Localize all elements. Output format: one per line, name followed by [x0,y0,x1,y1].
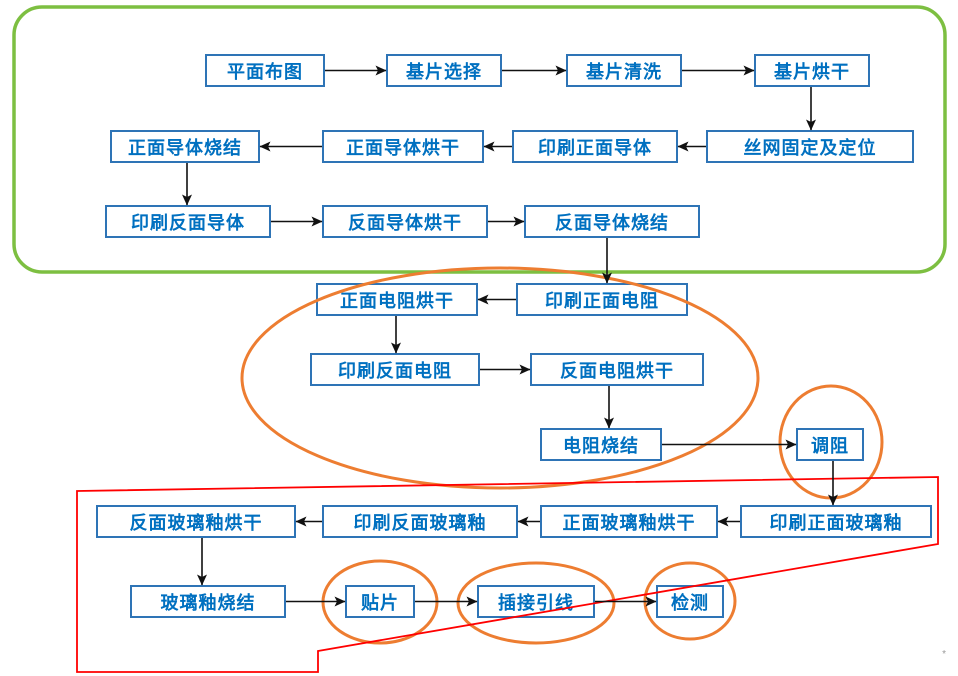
flow-node-print-back-glaze: 印刷反面玻璃釉 [322,505,518,538]
flow-node-print-front-conductor: 印刷正面导体 [512,130,678,163]
flow-node-front-glaze-dry: 正面玻璃釉烘干 [540,505,718,538]
flow-node-glaze-fire: 玻璃釉烧结 [130,585,286,618]
flow-node-resistor-fire: 电阻烧结 [540,428,662,461]
flow-node-print-front-resistor: 印刷正面电阻 [516,283,688,316]
flow-node-front-conductor-fire: 正面导体烧结 [110,130,260,163]
flow-node-back-resistor-dry: 反面电阻烘干 [530,353,704,386]
flow-node-trim: 调阻 [796,428,864,461]
flow-node-substrate-dry: 基片烘干 [754,54,870,87]
flow-node-substrate-select: 基片选择 [386,54,502,87]
slide-number: * [942,649,946,660]
flow-node-back-glaze-dry: 反面玻璃釉烘干 [96,505,296,538]
flow-node-front-conductor-dry: 正面导体烘干 [322,130,484,163]
flow-node-lead-attach: 插接引线 [477,585,595,618]
flow-node-test: 检测 [656,585,724,618]
flow-node-back-conductor-fire: 反面导体烧结 [524,205,700,238]
flow-node-layout-plan: 平面布图 [205,54,325,87]
flow-node-screen-fix: 丝网固定及定位 [706,130,914,163]
flow-node-substrate-clean: 基片清洗 [566,54,682,87]
flow-node-back-conductor-dry: 反面导体烘干 [322,205,488,238]
flow-node-print-front-glaze: 印刷正面玻璃釉 [740,505,932,538]
flow-node-print-back-resistor: 印刷反面电阻 [310,353,480,386]
flow-node-front-resistor-dry: 正面电阻烘干 [316,283,478,316]
flow-node-print-back-conductor: 印刷反面导体 [105,205,271,238]
flow-node-mount: 贴片 [345,585,415,618]
